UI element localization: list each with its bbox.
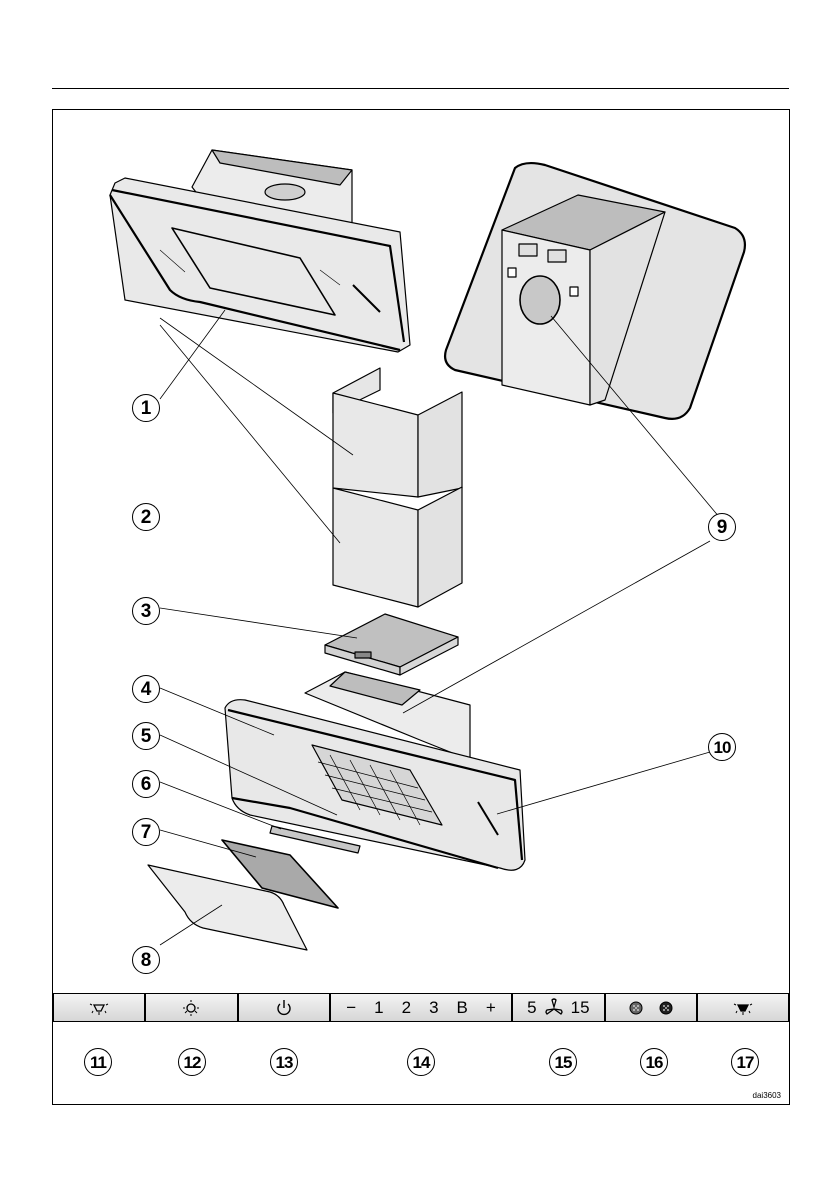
charcoal-filter-part [324, 613, 459, 676]
power-icon [276, 999, 291, 1015]
chimney [332, 367, 463, 608]
fan-increase-button[interactable]: + [485, 997, 496, 1017]
bulb-icon [183, 999, 200, 1016]
fan-level-1-button[interactable]: 1 [374, 997, 384, 1017]
control-panel: − 1 2 3 B + 5 15 [53, 993, 789, 1022]
ambient-lighting-button[interactable] [698, 994, 788, 1021]
grease-filter-indicator-icon [629, 1001, 643, 1014]
header-rule [52, 88, 789, 89]
callout-11: 11 [84, 1048, 112, 1076]
callout-17: 17 [731, 1048, 759, 1076]
callout-15: 15 [549, 1048, 577, 1076]
lighting-button[interactable] [146, 994, 239, 1021]
hood-back-view [443, 161, 747, 420]
callout-14: 14 [407, 1048, 435, 1076]
hood-top-view [109, 149, 411, 353]
callout-10: 10 [708, 733, 736, 761]
callout-4: 4 [132, 675, 160, 703]
fan-level-3-button[interactable]: 3 [429, 997, 439, 1017]
inner-panel-part [221, 839, 339, 909]
fan-level-2-button[interactable]: 2 [401, 997, 412, 1017]
run-on-15-label: 15 [570, 997, 590, 1017]
callout-6: 6 [132, 770, 160, 798]
callout-7: 7 [132, 818, 160, 846]
on-off-button[interactable] [239, 994, 331, 1021]
handle-part [269, 825, 361, 854]
charcoal-filter-indicator-icon [659, 1001, 673, 1014]
callout-1: 1 [132, 394, 160, 422]
fan-booster-button[interactable]: B [456, 997, 468, 1017]
callout-16: 16 [640, 1048, 668, 1076]
lamp-dim-icon [89, 1003, 109, 1015]
callout-9: 9 [708, 513, 736, 541]
figure-frame [52, 109, 790, 1105]
glass-panel-part [147, 864, 308, 951]
hood-bottom-view [224, 671, 526, 871]
lighting-dimmed-button[interactable] [54, 994, 147, 1021]
fan-icon [544, 997, 563, 1015]
figure-reference-code: dai3603 [752, 1091, 781, 1100]
filter-indicators[interactable] [606, 994, 698, 1021]
callout-3: 3 [132, 597, 160, 625]
callout-8: 8 [132, 946, 160, 974]
lamp-bright-icon [733, 1003, 753, 1015]
callout-13: 13 [270, 1048, 298, 1076]
callout-2: 2 [132, 503, 160, 531]
callout-12: 12 [178, 1048, 206, 1076]
callout-5: 5 [132, 722, 160, 750]
fan-decrease-button[interactable]: − [346, 997, 357, 1017]
fan-power-group: − 1 2 3 B + [331, 994, 514, 1021]
run-on-5-label: 5 [527, 997, 537, 1017]
run-on-button[interactable]: 5 15 [513, 994, 606, 1021]
